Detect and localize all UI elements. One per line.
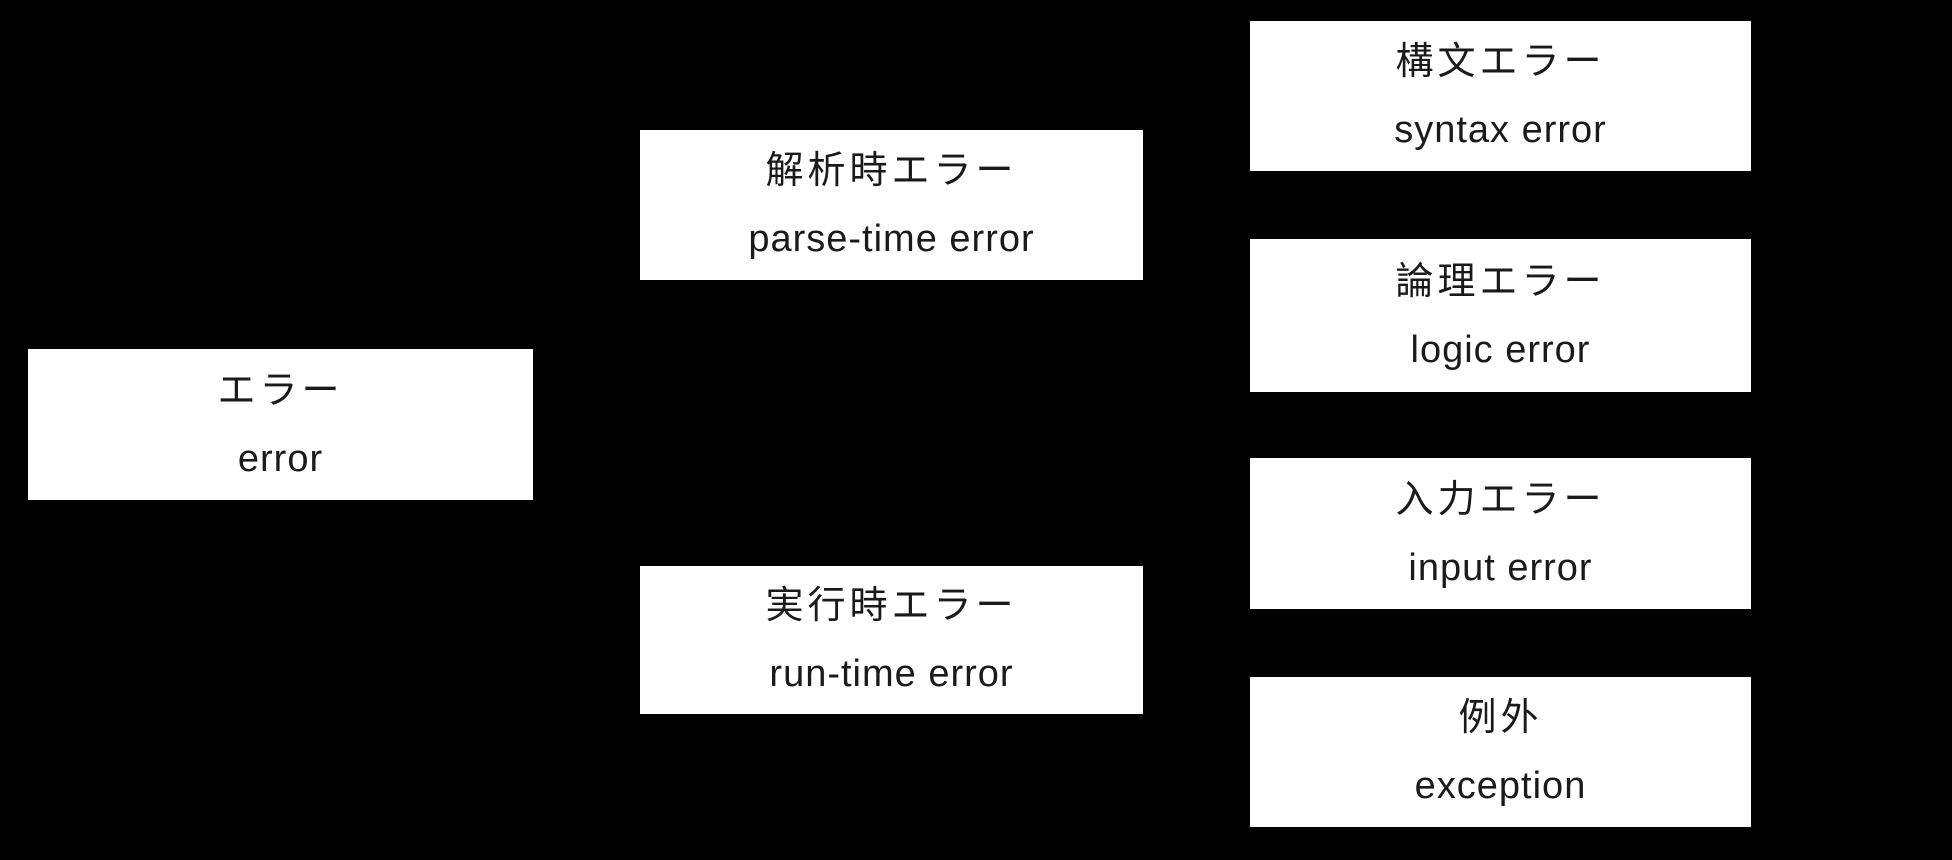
node-error-label-en: error — [237, 437, 324, 480]
node-run-time-error-label-ja: 実行時エラー — [765, 585, 1018, 627]
node-parse-time-error-label-ja: 解析時エラー — [765, 150, 1018, 192]
node-logic-error-label-en: logic error — [1410, 328, 1591, 371]
node-input-error: 入力エラー input error — [1250, 458, 1751, 609]
node-exception: 例外 exception — [1250, 677, 1751, 827]
node-logic-error: 論理エラー logic error — [1250, 239, 1751, 392]
node-parse-time-error: 解析時エラー parse-time error — [640, 130, 1143, 280]
node-parse-time-error-label-en: parse-time error — [748, 218, 1035, 260]
node-syntax-error-label-ja: 構文エラー — [1395, 41, 1606, 83]
node-exception-label-en: exception — [1414, 765, 1587, 807]
node-syntax-error-label-en: syntax error — [1394, 109, 1607, 151]
node-exception-label-ja: 例外 — [1458, 697, 1543, 739]
node-error: エラー error — [28, 349, 533, 500]
node-run-time-error: 実行時エラー run-time error — [640, 566, 1143, 714]
node-logic-error-label-ja: 論理エラー — [1395, 260, 1606, 303]
node-error-label-ja: エラー — [217, 369, 344, 412]
node-input-error-label-en: input error — [1408, 546, 1593, 589]
node-run-time-error-label-en: run-time error — [769, 653, 1014, 695]
node-input-error-label-ja: 入力エラー — [1395, 478, 1606, 521]
node-syntax-error: 構文エラー syntax error — [1250, 21, 1751, 171]
